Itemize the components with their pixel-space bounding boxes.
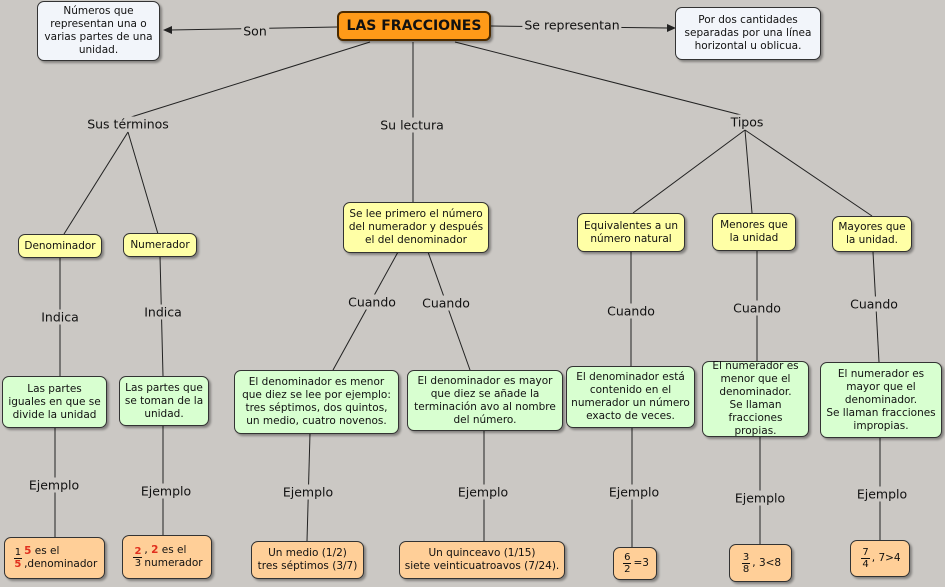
numerador-node[interactable]: Numerador — [123, 233, 197, 257]
fraction-numerator: 2 — [133, 545, 143, 558]
example-text: es el — [161, 544, 187, 556]
numerador-example-node[interactable]: 2 3 , 2 es el numerador — [122, 535, 212, 579]
link-cuando-equivalentes: Cuando — [605, 303, 657, 319]
numerador-desc-node[interactable]: Las partes que se toman de la unidad. — [119, 376, 209, 426]
link-se-representan: Se representan — [522, 17, 622, 33]
link-indica-numerador: Indica — [142, 304, 184, 320]
fraction-6-2: 6 2 — [623, 552, 632, 575]
lectura-mayor-node[interactable]: El denominador es mayor que diez se añad… — [407, 370, 563, 431]
link-indica-denominador: Indica — [39, 309, 81, 325]
fraction-denominator: 4 — [862, 559, 869, 570]
main-title-node[interactable]: LAS FRACCIONES — [337, 11, 491, 41]
fraction-denominator: 5 — [14, 558, 22, 570]
mayores-node[interactable]: Mayores que la unidad. — [832, 216, 912, 252]
menores-example-node[interactable]: 3 8 , 3<8 — [729, 544, 792, 582]
equivalentes-example-node[interactable]: 6 2 =3 — [613, 547, 657, 580]
example-text: =3 — [633, 557, 649, 569]
denominador-desc-node[interactable]: Las partes iguales en que se divide la u… — [2, 376, 107, 428]
fraction-2-3: 2 3 — [133, 545, 143, 569]
lectura-rule-node[interactable]: Se lee primero el número del numerador y… — [343, 202, 489, 253]
fraction-1-5: 1 5 — [13, 546, 23, 570]
link-tipos: Tipos — [728, 114, 766, 130]
fraction-numerator: 3 — [741, 551, 751, 564]
menores-desc-node[interactable]: El numerador es menor que el denominador… — [702, 360, 809, 437]
fraction-numerator: 6 — [623, 552, 632, 564]
link-cuando-menor: Cuando — [346, 294, 398, 310]
fraction-7-4: 7 4 — [861, 547, 870, 570]
link-cuando-mayor: Cuando — [420, 295, 472, 311]
example-text: ,denominador — [24, 558, 98, 570]
fraction-denominator: 2 — [624, 564, 631, 575]
highlight-number: 2 — [151, 544, 159, 556]
fraction-3-8: 3 8 — [741, 551, 751, 575]
example-text: es el — [34, 545, 60, 557]
example-text: , 7>4 — [871, 552, 901, 564]
equivalentes-desc-node[interactable]: El denominador está contenido en el nume… — [566, 366, 695, 428]
representation-node[interactable]: Por dos cantidades separadas por una lín… — [675, 7, 821, 60]
denominador-node[interactable]: Denominador — [18, 234, 102, 258]
example-separator: , — [144, 544, 148, 556]
lectura-mayor-example-node[interactable]: Un quinceavo (1/15) siete veinticuatroav… — [399, 541, 565, 579]
highlight-number: 5 — [24, 545, 32, 557]
link-cuando-mayores: Cuando — [848, 296, 900, 312]
equivalentes-node[interactable]: Equivalentes a un número natural — [577, 213, 685, 252]
example-text: , 3<8 — [752, 556, 782, 569]
menores-node[interactable]: Menores que la unidad — [712, 213, 796, 251]
mayores-desc-node[interactable]: El numerador es mayor que el denominador… — [820, 362, 942, 438]
link-ejemplo-numerador: Ejemplo — [138, 483, 194, 499]
lectura-menor-node[interactable]: El denominador es menor que diez se lee … — [234, 370, 399, 434]
definition-node[interactable]: Números que representan una o varias par… — [37, 1, 160, 61]
link-ejemplo-lectura-mayor: Ejemplo — [455, 484, 511, 500]
link-ejemplo-equivalentes: Ejemplo — [606, 484, 662, 500]
mayores-example-node[interactable]: 7 4 , 7>4 — [850, 540, 910, 577]
fraction-numerator: 7 — [861, 547, 870, 559]
link-ejemplo-mayores: Ejemplo — [854, 486, 910, 502]
link-cuando-menores: Cuando — [731, 300, 783, 316]
fraction-denominator: 8 — [742, 563, 750, 575]
link-sus-terminos: Sus términos — [85, 116, 171, 132]
fraction-numerator: 1 — [13, 546, 23, 559]
denominador-example-node[interactable]: 1 5 5 es el ,denominador — [4, 537, 105, 579]
link-ejemplo-menores: Ejemplo — [732, 490, 788, 506]
link-su-lectura: Su lectura — [378, 117, 446, 133]
link-son: Son — [241, 23, 269, 39]
lectura-menor-example-node[interactable]: Un medio (1/2) tres séptimos (3/7) — [251, 541, 364, 579]
fraction-denominator: 3 — [134, 557, 142, 569]
link-ejemplo-lectura-menor: Ejemplo — [280, 484, 336, 500]
example-text: numerador — [144, 557, 203, 569]
link-ejemplo-denominador: Ejemplo — [26, 477, 82, 493]
